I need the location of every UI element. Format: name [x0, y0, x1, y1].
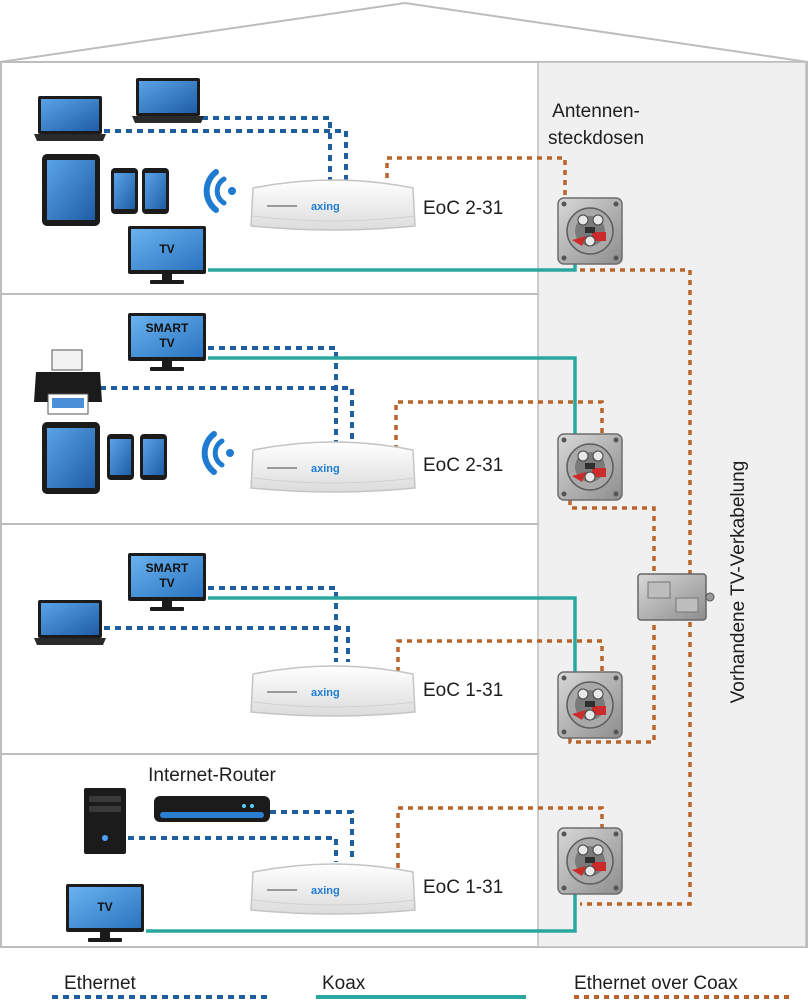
eoc-adapter-floor-2: axing: [250, 441, 416, 493]
tv-screen-label: TV: [159, 336, 174, 350]
adapter-brand-logo: axing: [311, 885, 340, 897]
laptop-icon: [34, 96, 106, 141]
adapter-brand-logo: axing: [311, 463, 340, 475]
router-label: Internet-Router: [148, 765, 276, 786]
eoc-adapter-floor-3: axing: [250, 665, 416, 717]
printer-icon: [34, 349, 102, 415]
ethernet-cable-laptop-2: [202, 116, 332, 182]
adapter-brand-logo: axing: [311, 201, 340, 213]
eoc-riser-top: [580, 268, 692, 578]
phone-icon: [111, 168, 138, 214]
legend: Ethernet Koax Ethernet over Coax: [52, 973, 790, 999]
ethernet-cable-pc: [128, 836, 338, 862]
coax-cable-tv-floor-4: [146, 884, 577, 933]
laptop-icon: [132, 78, 204, 123]
eoc-splitter-down: [580, 622, 692, 906]
tv-screen-label: TV: [97, 900, 112, 914]
ethernet-cable-laptop-1: [104, 129, 348, 182]
phone-icon: [140, 434, 167, 480]
pc-tower-icon: [84, 788, 126, 854]
adapter-label-floor-2: EoC 2-31: [423, 455, 503, 476]
antenna-outlet-floor-1: [557, 197, 623, 265]
adapter-label-floor-3: EoC 1-31: [423, 680, 503, 701]
phone-icon: [107, 434, 134, 480]
cables: [100, 116, 692, 933]
cabling-label: Vorhandene TV-Verkabelung: [728, 461, 749, 704]
legend-coax-label: Koax: [322, 973, 366, 994]
adapter-label-floor-4: EoC 1-31: [423, 877, 503, 898]
outlets-label-line1: Antennen-: [552, 101, 640, 122]
eoc-adapter-floor-1: axing: [250, 179, 416, 231]
tv-screen-label: TV: [159, 242, 174, 256]
antenna-outlet-floor-3: [557, 671, 623, 739]
coax-cable-smart-tv-floor-2: [208, 356, 577, 448]
coax-cable-smart-tv-floor-3: [208, 596, 577, 682]
tv-screen-label: SMART: [146, 561, 189, 575]
tablet-icon: [42, 154, 100, 226]
house-roof: [0, 1, 808, 63]
eoc-cable-floor-2: [394, 400, 604, 450]
ethernet-cable-printer: [100, 386, 354, 446]
antenna-outlet-floor-4: [557, 827, 623, 895]
tv-screen-label: SMART: [146, 321, 189, 335]
outlets-label-line2: steckdosen: [548, 128, 644, 149]
ethernet-cable-router: [270, 810, 354, 862]
wiring-shaft: [537, 61, 807, 948]
antenna-outlet-floor-2: [557, 433, 623, 501]
tablet-icon: [42, 422, 100, 494]
eoc-cable-floor-1: [385, 156, 567, 200]
eoc-cable-floor-3: [396, 639, 604, 676]
ethernet-cable-laptop-floor-3: [104, 626, 350, 662]
laptop-icon: [34, 600, 106, 645]
tv-screen-label: TV: [159, 576, 174, 590]
router-icon: [154, 796, 270, 822]
ethernet-cable-smart-tv-floor-3: [208, 586, 338, 662]
adapter-brand-logo: axing: [311, 687, 340, 699]
legend-eoc-label: Ethernet over Coax: [574, 973, 738, 994]
eoc-cable-floor-4: [396, 806, 604, 868]
legend-ethernet-label: Ethernet: [64, 973, 137, 994]
splitter-icon: [637, 573, 715, 621]
eoc-adapter-floor-4: axing: [250, 863, 416, 915]
phone-icon: [142, 168, 169, 214]
adapter-label-floor-1: EoC 2-31: [423, 198, 503, 219]
eoc-branch-floor-2: [568, 500, 656, 578]
